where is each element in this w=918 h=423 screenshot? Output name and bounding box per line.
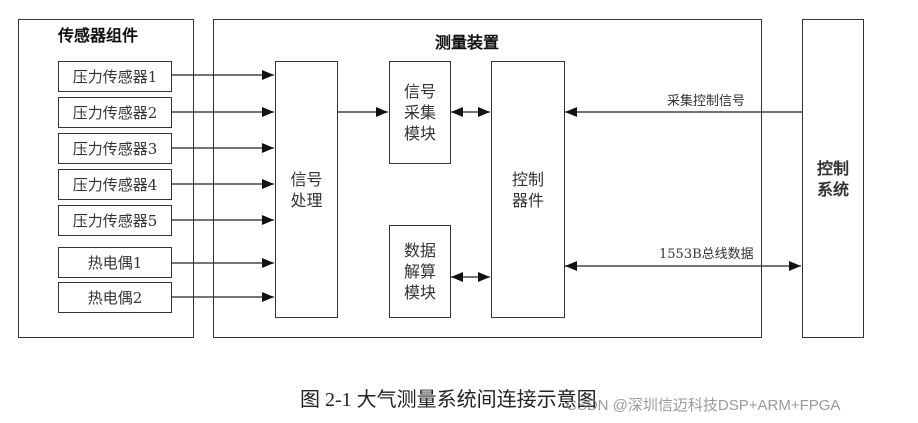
signal-processing-line-1: 信号 <box>290 169 323 189</box>
acquisition-module-block: 信号 采集 模块 <box>389 61 451 164</box>
bus-data-label: 1553B总线数据 <box>659 247 754 262</box>
sensor-thermocouple-2: 热电偶2 <box>58 282 172 313</box>
acquisition-module-line-2: 采集 <box>403 103 436 122</box>
control-system-block: 控制 系统 <box>802 19 864 338</box>
acquisition-control-signal-label: 采集控制信号 <box>667 94 746 109</box>
controller-block: 控制 器件 <box>491 61 565 318</box>
sensor-thermocouple-1: 热电偶1 <box>58 247 172 278</box>
sensor-group-box <box>18 19 194 338</box>
sensor-group-title: 传感器组件 <box>58 26 139 45</box>
sensor-pressure-3: 压力传感器3 <box>58 133 172 164</box>
controller-line-1: 控制 <box>511 169 544 189</box>
controller-line-2: 器件 <box>511 190 544 210</box>
measurement-device-box <box>213 19 762 338</box>
watermark: CSDN @深圳信迈科技DSP+ARM+FPGA <box>566 397 841 414</box>
solver-module-line-1: 数据 <box>403 241 436 260</box>
sensor-pressure-5: 压力传感器5 <box>58 205 172 236</box>
signal-processing-block: 信号 处理 <box>275 61 338 318</box>
solver-module-line-3: 模块 <box>403 283 436 302</box>
figure-caption: 图 2-1 大气测量系统间连接示意图 <box>300 389 597 411</box>
acquisition-module-line-1: 信号 <box>403 82 436 101</box>
control-system-line-2: 系统 <box>816 179 849 199</box>
sensor-pressure-2: 压力传感器2 <box>58 97 172 128</box>
control-system-line-1: 控制 <box>816 158 849 178</box>
measurement-device-title: 测量装置 <box>435 33 500 52</box>
sensor-pressure-1: 压力传感器1 <box>58 61 172 92</box>
sensor-pressure-4: 压力传感器4 <box>58 169 172 200</box>
solver-module-line-2: 解算 <box>403 262 436 281</box>
acquisition-module-line-3: 模块 <box>403 124 436 143</box>
signal-processing-line-2: 处理 <box>290 190 323 210</box>
solver-module-block: 数据 解算 模块 <box>389 225 451 318</box>
